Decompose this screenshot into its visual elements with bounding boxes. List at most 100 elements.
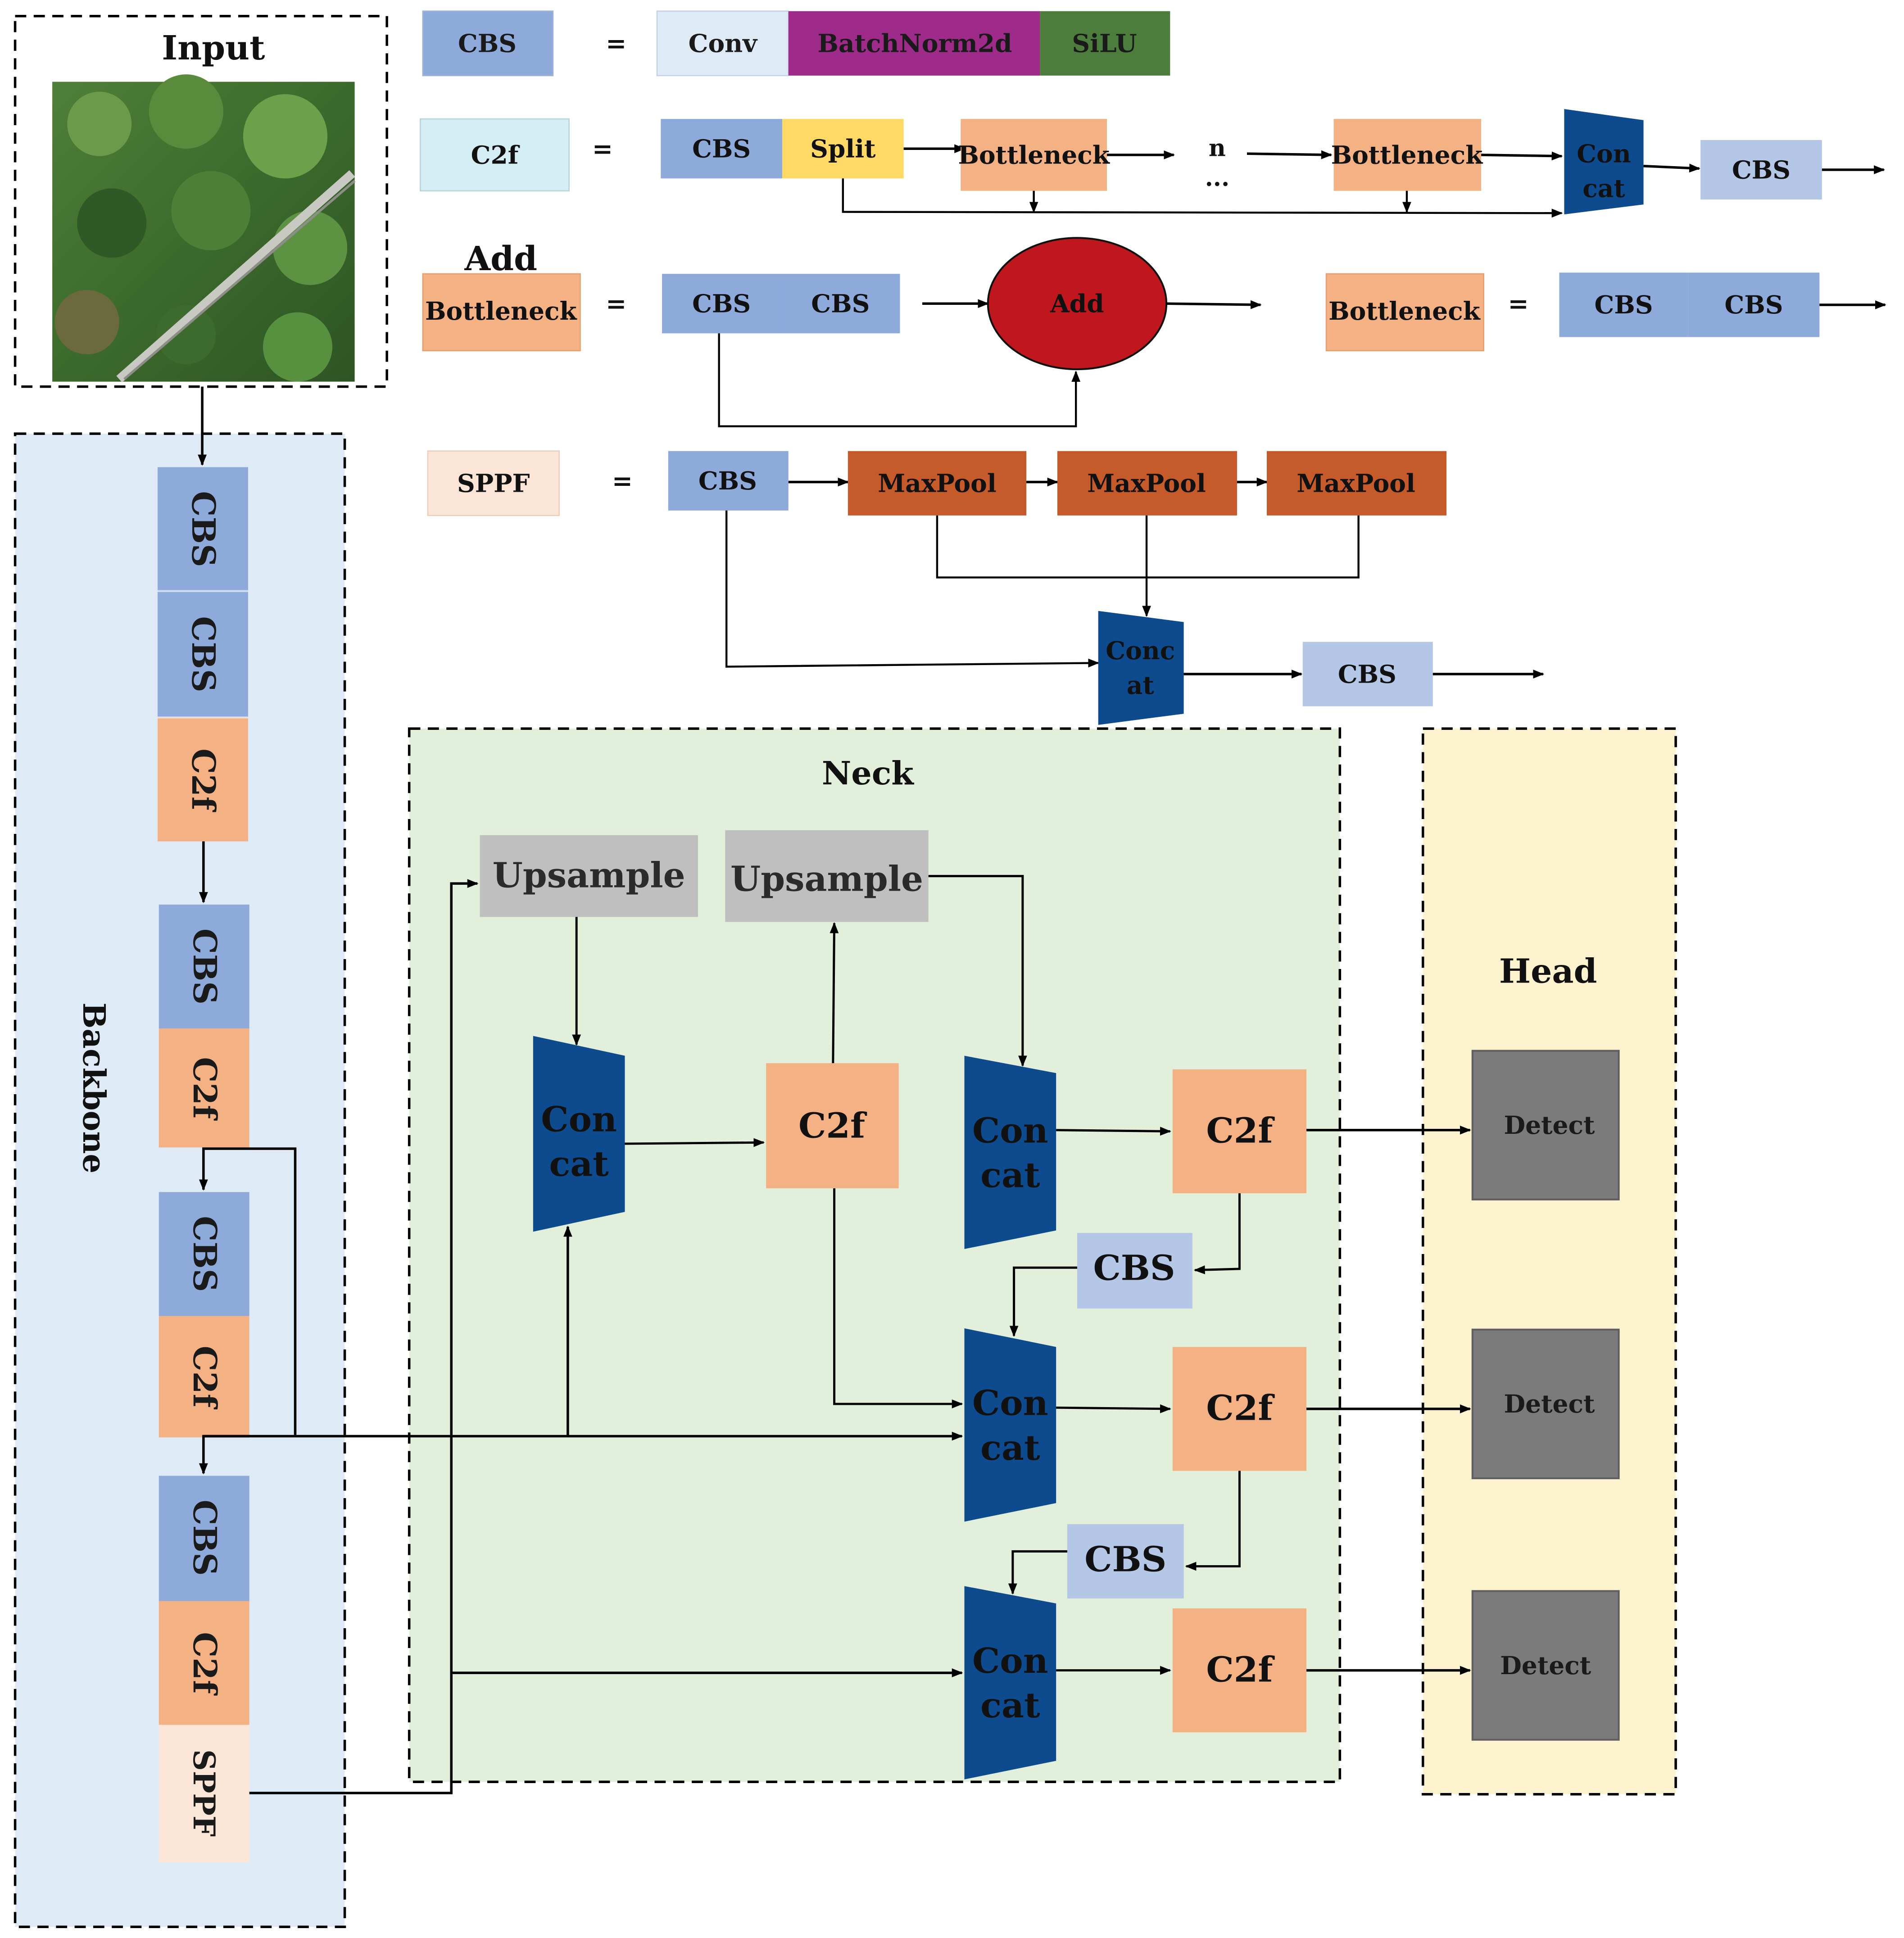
- legend-sppf-row: SPPF = CBS MaxPool MaxPool MaxPool Conc …: [427, 450, 1545, 725]
- backbone-block-1: CBS: [185, 491, 222, 567]
- head-detect-2: [1471, 1328, 1620, 1480]
- legend-bottleneck-add-row: Add Bottleneck = CBS CBS Add: [422, 237, 1262, 427]
- neck-upsample-1: [480, 835, 698, 917]
- legend-n: n: [1209, 135, 1226, 162]
- svg-text:CBS: CBS: [811, 289, 870, 318]
- svg-text:cat: cat: [980, 1155, 1040, 1195]
- legend-bottleneck-b: Bottleneck: [1331, 140, 1483, 169]
- svg-text:Upsample: Upsample: [730, 859, 923, 900]
- svg-text:cat: cat: [980, 1685, 1040, 1726]
- legend-bottleneck-a: Bottleneck: [958, 140, 1110, 169]
- svg-text:C2f: C2f: [1206, 1649, 1275, 1690]
- svg-text:Con: Con: [972, 1383, 1048, 1424]
- backbone-block-4: CBS: [186, 928, 224, 1005]
- neck-arrow-cbs2-to-concat4: [1008, 1550, 1067, 1595]
- neck-c2f-2: [1172, 1069, 1307, 1194]
- legend-silu: SiLU: [1072, 29, 1137, 58]
- neck-arrow-c2f2-to-cbs1: [1193, 1193, 1241, 1275]
- head-detect-3: [1471, 1590, 1620, 1741]
- neck-arrow-concat3-to-c2f3: [1056, 1404, 1171, 1413]
- svg-text:cat: cat: [980, 1428, 1040, 1468]
- svg-text:C2f: C2f: [1206, 1110, 1275, 1151]
- neck-arrow-concat1-to-c2f1: [625, 1138, 765, 1147]
- svg-text:MaxPool: MaxPool: [1297, 469, 1415, 498]
- legend-equals: =: [606, 29, 626, 58]
- input-image: [52, 74, 356, 383]
- backbone-block-3: C2f: [185, 748, 222, 812]
- neck-concat-2: [964, 1055, 1056, 1249]
- svg-text:cat: cat: [549, 1144, 609, 1185]
- legend-c2f-row: C2f = CBS Split Bottleneck n ... Bottlen…: [420, 109, 1885, 218]
- neck-cbs-2: [1067, 1524, 1184, 1598]
- svg-text:CBS: CBS: [1093, 1248, 1175, 1289]
- sppf-to-upsample1-arrow: [249, 879, 479, 1794]
- svg-text:Detect: Detect: [1504, 1389, 1595, 1418]
- svg-text:Upsample: Upsample: [493, 855, 685, 896]
- backbone-block-6: CBS: [186, 1216, 224, 1292]
- legend-split: Split: [810, 134, 876, 163]
- neck-concat-4: [964, 1586, 1056, 1780]
- input-title: Input: [162, 28, 265, 68]
- neck-arrow-c2f1-to-concat3: [833, 1188, 963, 1408]
- svg-text:CBS: CBS: [1338, 659, 1396, 688]
- legend-dots: ...: [1205, 164, 1230, 192]
- legend-bottleneck-label: Bottleneck: [1328, 296, 1481, 326]
- svg-text:CBS: CBS: [698, 466, 757, 495]
- svg-text:Detect: Detect: [1504, 1110, 1595, 1140]
- svg-text:Con: Con: [972, 1110, 1048, 1151]
- backbone-block-5: C2f: [186, 1057, 224, 1121]
- neck-concat-1: [533, 1036, 625, 1232]
- svg-text:C2f: C2f: [798, 1105, 867, 1146]
- neck-c2f-1: [766, 1063, 899, 1189]
- svg-text:Conc: Conc: [1106, 636, 1175, 665]
- backbone-block-7: C2f: [186, 1346, 224, 1410]
- backbone-arrow-2: [199, 1147, 297, 1435]
- legend-cbs-row: CBS = Conv BatchNorm2d SiLU: [422, 10, 1170, 77]
- neck-c2f-3: [1172, 1347, 1307, 1471]
- backbone-stack-4: [159, 1476, 249, 1863]
- neck-title: Neck: [822, 754, 914, 792]
- legend-sppf-concat: [1098, 611, 1184, 725]
- backbone-title: Backbone: [76, 1002, 112, 1173]
- backbone-block-9: C2f: [186, 1632, 224, 1696]
- svg-text:CBS: CBS: [1724, 290, 1783, 319]
- legend-c2f-cbs-out: CBS: [1732, 155, 1791, 184]
- svg-text:=: =: [612, 466, 633, 495]
- svg-text:C2f: C2f: [1206, 1388, 1275, 1429]
- legend-c2f-concat: [1564, 109, 1644, 215]
- svg-text:Con: Con: [972, 1641, 1048, 1681]
- neck-arrow-c2f3-to-cbs2: [1185, 1471, 1241, 1571]
- legend-bottleneck-row: Bottleneck = CBS CBS: [1325, 272, 1886, 352]
- svg-text:=: =: [606, 289, 626, 318]
- legend-bottleneck-add-label: Bottleneck: [425, 296, 577, 326]
- neck-arrow-c2f1-to-up2: [830, 922, 839, 1064]
- legend-cbs-label: CBS: [458, 29, 517, 58]
- neck-c2f-4: [1172, 1608, 1307, 1733]
- neck-arrow-up2-to-concat2: [928, 875, 1027, 1067]
- neck-upsample-2: [725, 830, 929, 922]
- svg-text:MaxPool: MaxPool: [878, 469, 997, 498]
- backbone-stack-1: [158, 467, 248, 842]
- backbone-block-8: CBS: [186, 1500, 224, 1576]
- svg-text:CBS: CBS: [1084, 1539, 1166, 1580]
- svg-text:at: at: [1127, 670, 1155, 700]
- svg-text:CBS: CBS: [1595, 290, 1653, 319]
- backbone-stack-2: [159, 904, 249, 1148]
- neck-arrow-cbs1-to-concat3: [1009, 1266, 1077, 1337]
- neck-arrow-concat2-to-c2f2: [1056, 1127, 1171, 1136]
- svg-text:Detect: Detect: [1500, 1651, 1591, 1680]
- legend-conv: Conv: [689, 29, 758, 58]
- backbone-block-10: SPPF: [186, 1749, 222, 1837]
- neck-cbs-1: [1077, 1233, 1192, 1309]
- head-title: Head: [1499, 951, 1597, 991]
- svg-text:cat: cat: [1582, 174, 1625, 203]
- legend-batchnorm: BatchNorm2d: [817, 29, 1012, 58]
- head-detect-1: [1471, 1050, 1620, 1200]
- svg-text:Con: Con: [541, 1100, 617, 1140]
- svg-text:=: =: [1508, 289, 1529, 318]
- svg-text:MaxPool: MaxPool: [1087, 469, 1206, 498]
- backbone-block-2: CBS: [185, 616, 222, 692]
- svg-text:Con: Con: [1577, 139, 1631, 168]
- legend-c2f-label: C2f: [471, 140, 520, 169]
